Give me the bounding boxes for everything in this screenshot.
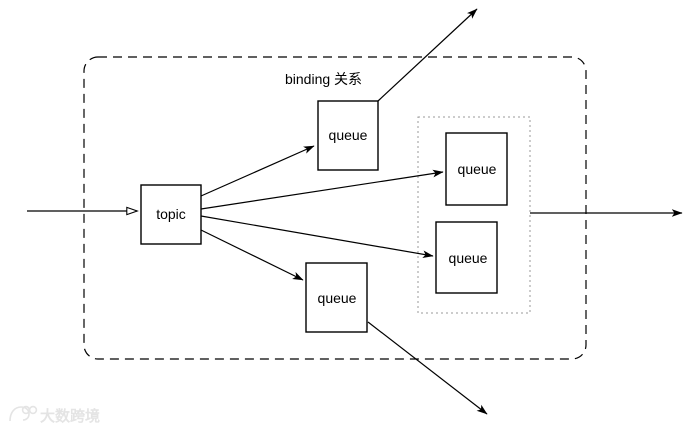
node-queue-top-label: queue — [329, 127, 368, 143]
watermark: 大数跨境 — [9, 405, 100, 425]
node-topic-box[interactable] — [140, 184, 202, 245]
edge-topic-to-queue-mid-upper — [200, 169, 444, 210]
node-queue-mid-lower-box[interactable] — [435, 221, 498, 294]
binding-relation-label: binding 关系 — [285, 71, 362, 87]
node-topic-label: topic — [156, 206, 186, 222]
queue-cluster-boundary — [417, 116, 531, 314]
node-topic[interactable]: topic — [140, 184, 202, 245]
node-queue-top-box[interactable] — [317, 100, 379, 171]
edge-topic-to-queue-top — [200, 145, 315, 197]
exchange-boundary — [83, 56, 587, 360]
edge-topic-to-queue-bottom — [200, 229, 304, 281]
node-queue-mid-upper-label: queue — [458, 161, 497, 177]
node-queue-mid-lower-label: queue — [449, 250, 488, 266]
watermark-label: 大数跨境 — [40, 407, 100, 425]
node-queue-mid-upper[interactable]: queue — [445, 132, 508, 206]
node-queue-mid-lower[interactable]: queue — [435, 221, 498, 294]
node-queue-mid-upper-box[interactable] — [445, 132, 508, 206]
edge-queue-top-to-consumer — [377, 8, 478, 102]
node-queue-bottom[interactable]: queue — [305, 262, 368, 333]
node-queue-top[interactable]: queue — [317, 100, 379, 171]
edge-topic-to-queue-mid-lower — [200, 215, 434, 259]
edge-queue-bottom-to-consumer — [367, 321, 488, 415]
node-queue-bottom-box[interactable] — [305, 262, 368, 333]
node-queue-bottom-label: queue — [318, 290, 357, 306]
watermark-logo-icon — [9, 405, 38, 422]
